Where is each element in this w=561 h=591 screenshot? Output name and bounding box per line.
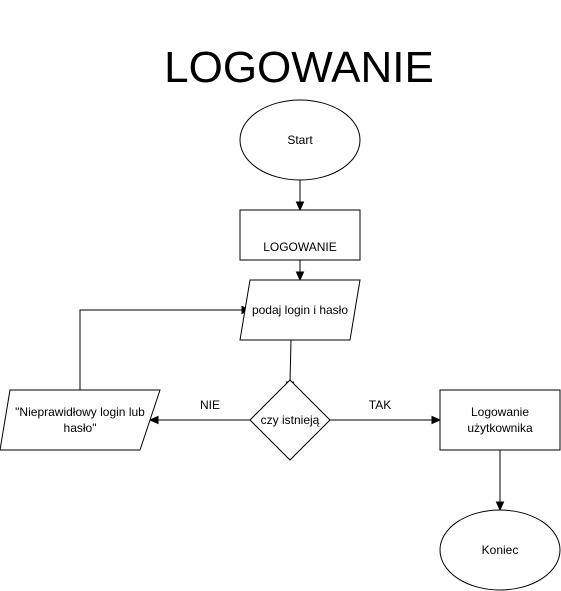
- parallelogram-shape: [239, 279, 361, 341]
- arrowhead: [295, 271, 305, 282]
- parallelogram-shape: [0, 389, 161, 451]
- edge-error-loop-to-input: [79, 309, 243, 390]
- rectangle-shape: [239, 209, 361, 261]
- node-start-label: Start: [287, 133, 313, 147]
- node-error-label-line1: "Nieprawidłowy login lub: [15, 405, 145, 419]
- node-start: Start: [239, 99, 361, 181]
- node-logowanie-label: LOGOWANIE: [263, 240, 337, 254]
- arrowhead: [431, 415, 442, 425]
- ellipse-shape: [239, 99, 361, 181]
- node-success-process: Logowanie użytkownika: [439, 389, 561, 451]
- arrowhead: [148, 415, 159, 425]
- node-input: podaj login i hasło: [239, 279, 361, 341]
- edge-input-to-decision: [289, 339, 292, 384]
- node-input-label: podaj login i hasło: [252, 303, 348, 317]
- node-end-label: Koniec: [482, 543, 519, 557]
- arrowhead: [295, 201, 305, 212]
- rectangle-shape: [439, 389, 561, 451]
- node-end: Koniec: [439, 509, 561, 591]
- diagram-title: LOGOWANIE: [164, 43, 434, 92]
- arrowhead: [495, 501, 505, 512]
- node-decision-label: czy istnieją: [261, 413, 320, 427]
- edge-label-no: NIE: [200, 398, 220, 412]
- node-success-label-line2: użytkownika: [467, 421, 533, 435]
- diamond-shape: [249, 379, 331, 461]
- node-error-output: "Nieprawidłowy login lub hasło": [0, 389, 161, 451]
- node-logowanie-process: LOGOWANIE: [239, 209, 361, 261]
- node-error-label-line2: hasło": [64, 421, 97, 435]
- ellipse-shape: [439, 509, 561, 591]
- edge-label-yes: TAK: [369, 398, 391, 412]
- node-decision: czy istnieją: [249, 379, 331, 461]
- node-success-label-line1: Logowanie: [471, 405, 529, 419]
